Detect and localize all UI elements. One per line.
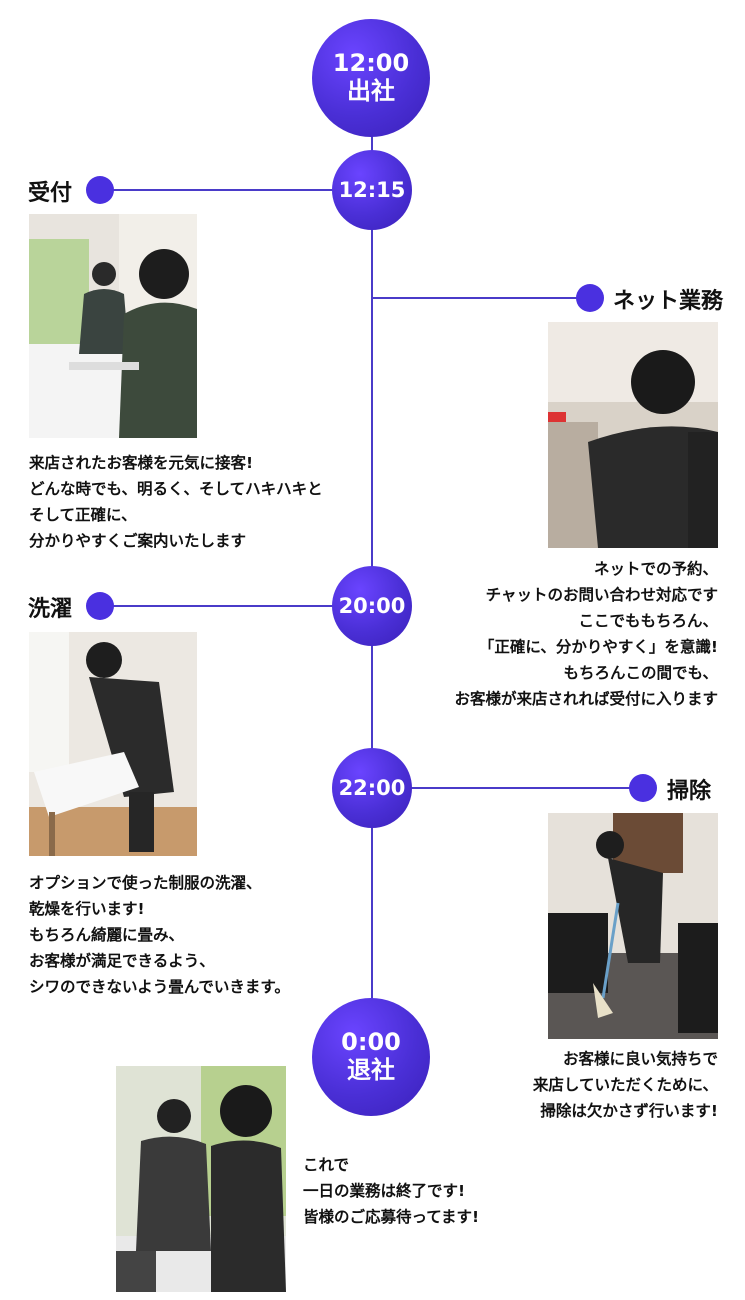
- time-circle-end: 0:00 退社: [312, 998, 430, 1116]
- reception-text: 来店されたお客様を元気に接客! どんな時でも、明るく、そしてハキハキと そして正…: [29, 454, 323, 550]
- ending-photo: [116, 1066, 286, 1292]
- connector-net: [372, 297, 590, 299]
- time-circle-start: 12:00 出社: [312, 19, 430, 137]
- connector-laundry: [100, 605, 340, 607]
- dot-cleaning: [629, 774, 657, 802]
- time-2000: 20:00: [338, 593, 406, 618]
- connector-cleaning: [405, 787, 643, 789]
- dot-reception: [86, 176, 114, 204]
- reception-photo: [29, 214, 197, 438]
- start-time: 12:00: [332, 49, 410, 78]
- laundry-title: 洗濯: [28, 597, 73, 622]
- end-label: 退社: [347, 1056, 395, 1084]
- cleaning-text: お客様に良い気持ちで 来店していただくために、 掃除は欠かさず行います!: [532, 1050, 718, 1120]
- net-photo: [548, 322, 718, 548]
- cleaning-photo: [548, 813, 718, 1039]
- net-text: ネットでの予約、 チャットのお問い合わせ対応です ここでももちろん、 「正確に、…: [454, 560, 718, 708]
- dot-laundry: [86, 592, 114, 620]
- time-circle-2000: 20:00: [332, 566, 412, 646]
- time-2200: 22:00: [338, 775, 406, 800]
- connector-reception: [100, 189, 340, 191]
- cleaning-title: 掃除: [667, 779, 712, 804]
- dot-net: [576, 284, 604, 312]
- time-circle-2200: 22:00: [332, 748, 412, 828]
- laundry-photo: [29, 632, 197, 856]
- ending-text: これで 一日の業務は終了です! 皆様のご応募待ってます!: [303, 1156, 480, 1226]
- end-time: 0:00: [341, 1028, 401, 1057]
- laundry-text: オプションで使った制服の洗濯、 乾燥を行います! もちろん綺麗に畳み、 お客様が…: [29, 874, 290, 996]
- time-1215: 12:15: [338, 177, 406, 202]
- time-circle-1215: 12:15: [332, 150, 412, 230]
- timeline-line: [371, 80, 373, 1040]
- reception-title: 受付: [28, 181, 73, 206]
- start-label: 出社: [347, 77, 395, 105]
- net-title: ネット業務: [613, 289, 724, 314]
